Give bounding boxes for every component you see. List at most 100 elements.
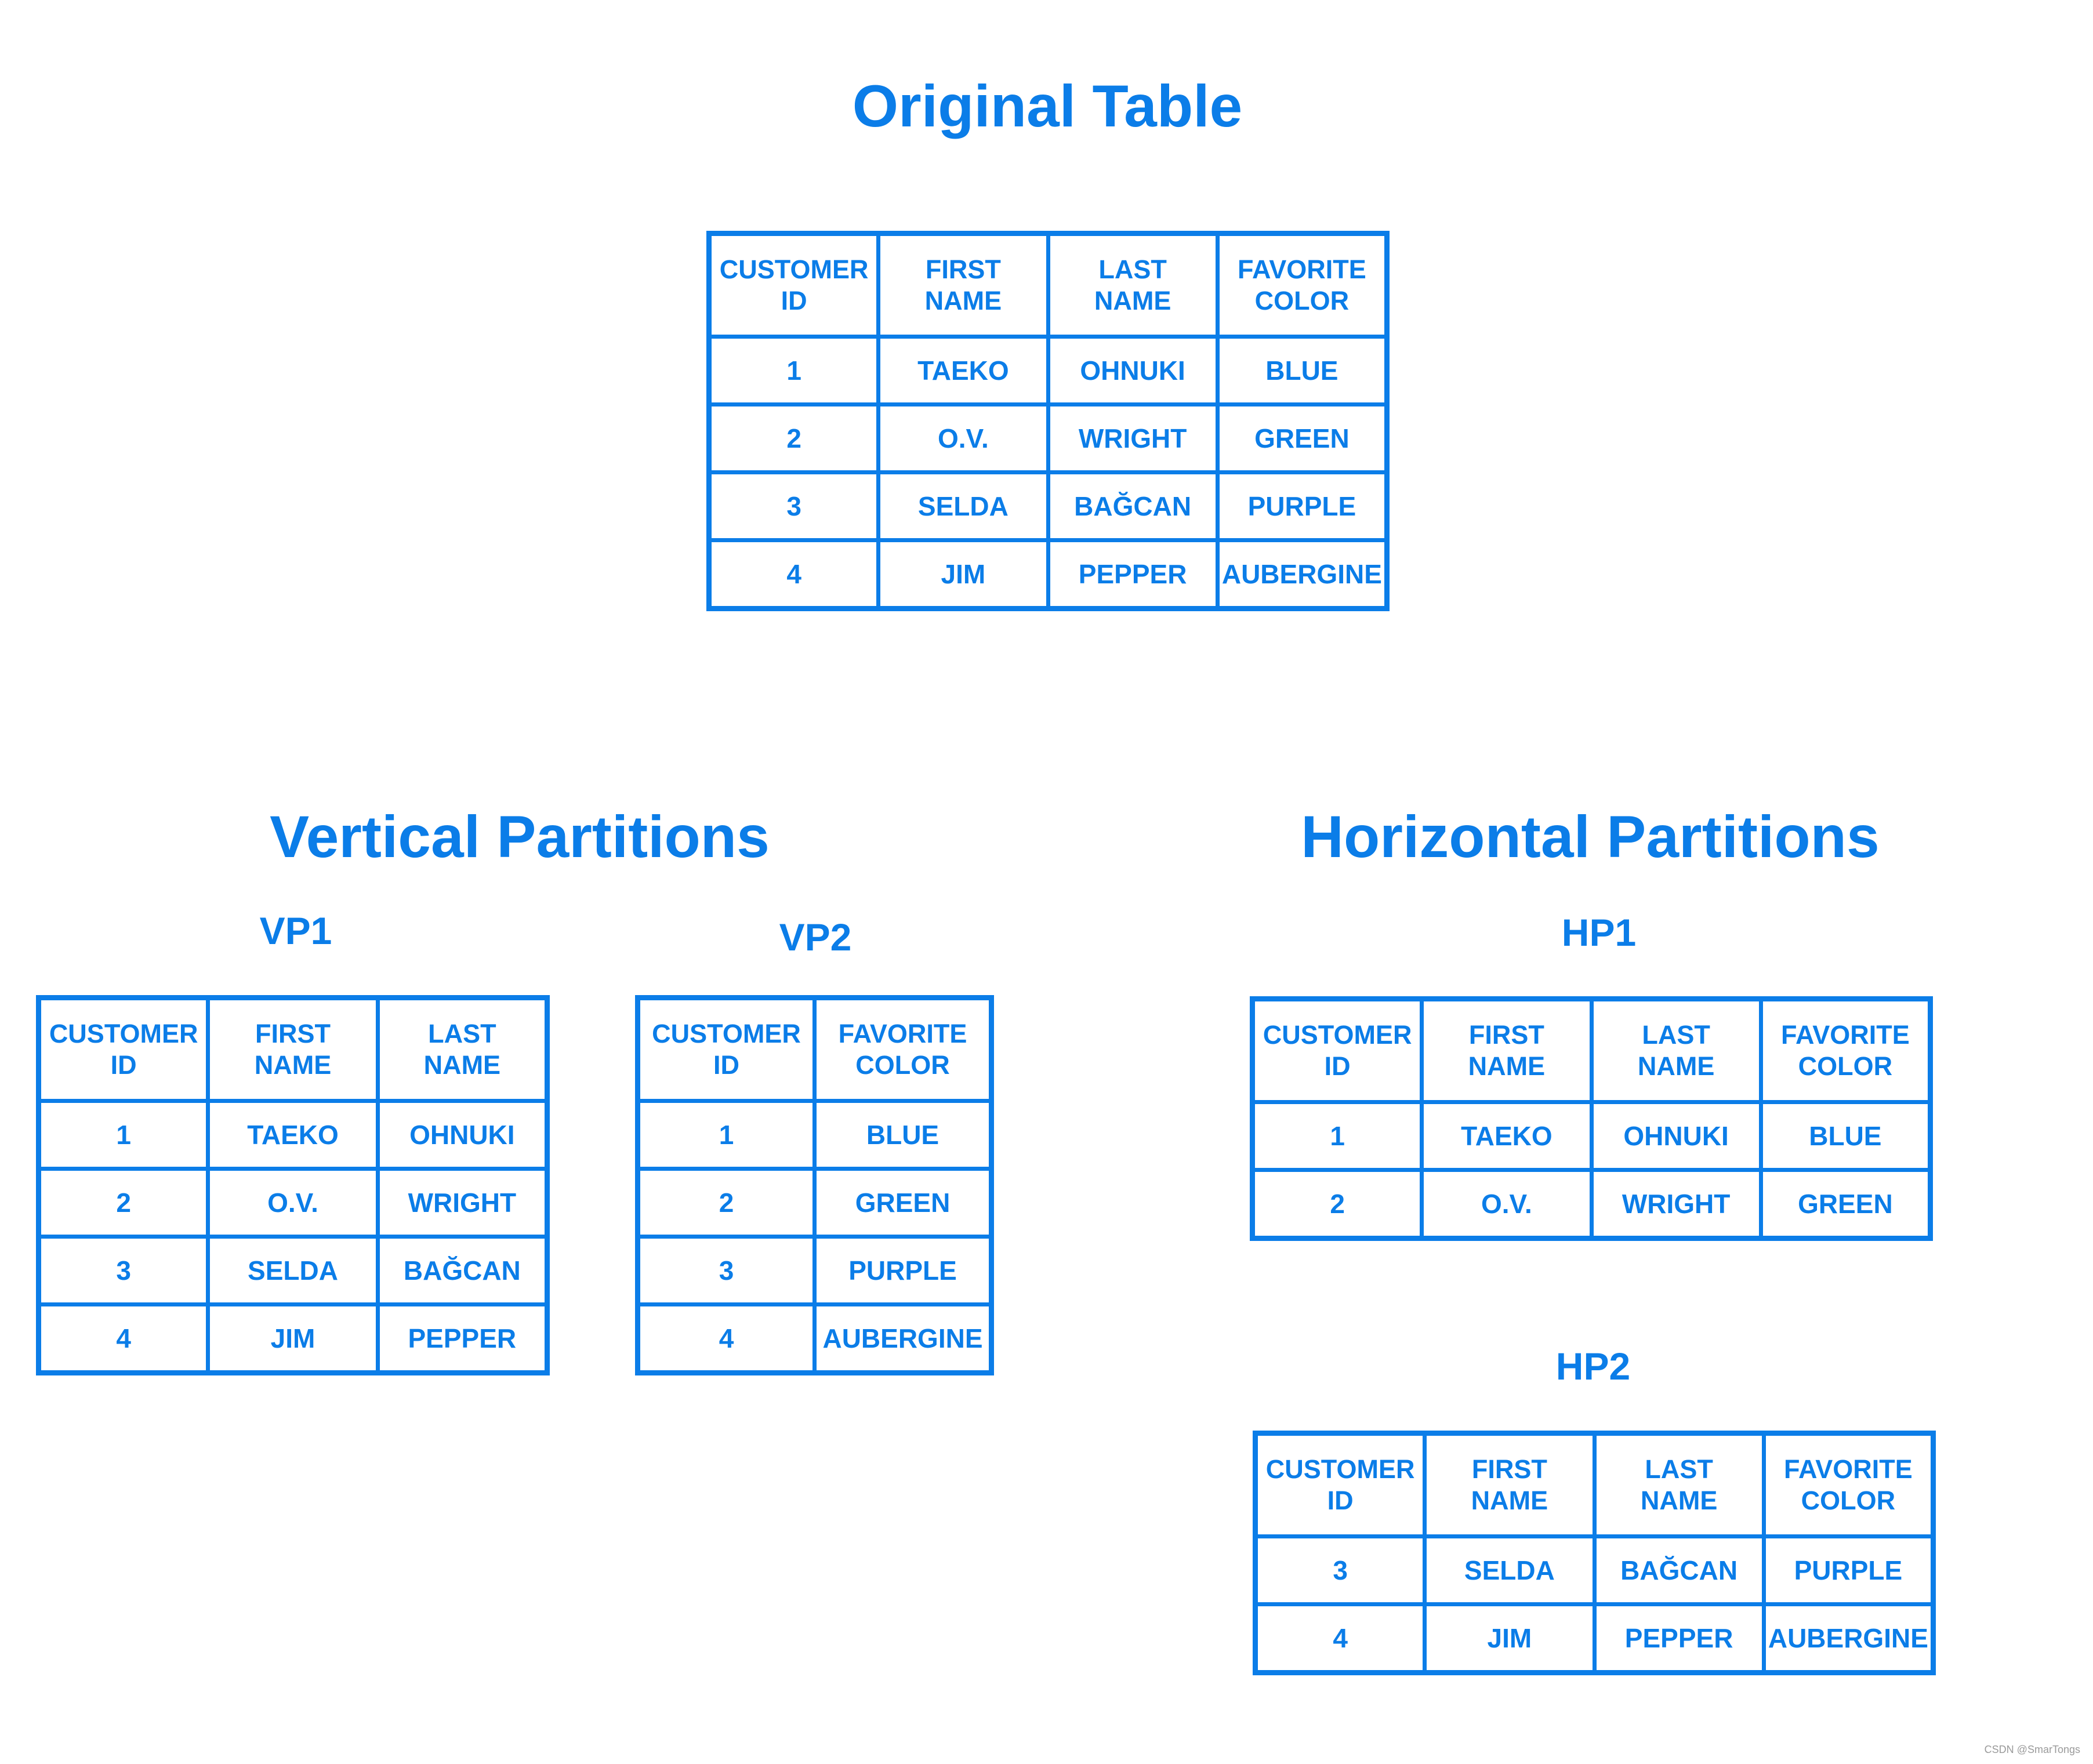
table-cell: 3 <box>636 1235 817 1306</box>
table-cell: PURPLE <box>1761 1534 1936 1606</box>
table-cell: PURPLE <box>1215 470 1390 542</box>
table-cell: WRIGHT <box>1589 1168 1763 1240</box>
table-cell: 2 <box>1250 1168 1424 1240</box>
table-cell: OHNUKI <box>1046 335 1220 406</box>
table-cell: 1 <box>36 1099 211 1171</box>
table-cell: BAĞCAN <box>375 1235 550 1306</box>
table-cell: OHNUKI <box>1589 1100 1763 1172</box>
table-cell: BAĞCAN <box>1046 470 1220 542</box>
original-table-title: Original Table <box>852 73 1243 139</box>
table-cell: SELDA <box>1423 1534 1597 1606</box>
table-cell: OHNUKI <box>375 1099 550 1171</box>
table-cell: JIM <box>1423 1602 1597 1675</box>
table-cell: WRIGHT <box>1046 402 1220 474</box>
table-cell: TAEKO <box>876 335 1050 406</box>
hp2-label: HP2 <box>1555 1345 1631 1388</box>
table-cell: JIM <box>876 538 1050 611</box>
table-cell: O.V. <box>206 1167 380 1239</box>
table-cell: 1 <box>1250 1100 1424 1172</box>
watermark: CSDN @SmarTongs <box>1984 1744 2080 1755</box>
table-cell: 1 <box>706 335 881 406</box>
table-cell: AUBERGINE <box>1761 1602 1936 1675</box>
table-cell: PEPPER <box>1046 538 1220 611</box>
table-cell: 2 <box>36 1167 211 1239</box>
table-cell: GREEN <box>1758 1168 1933 1240</box>
table-cell: 2 <box>636 1167 817 1239</box>
table-cell: BLUE <box>1215 335 1390 406</box>
table-cell: 2 <box>706 402 881 474</box>
table-cell: GREEN <box>812 1167 993 1239</box>
table-cell: SELDA <box>876 470 1050 542</box>
table-cell: TAEKO <box>1420 1100 1594 1172</box>
table-cell: PEPPER <box>375 1302 550 1375</box>
table-cell: O.V. <box>876 402 1050 474</box>
horizontal-partitions-title: Horizontal Partitions <box>1301 804 1880 870</box>
table-cell: WRIGHT <box>375 1167 550 1239</box>
table-cell: O.V. <box>1420 1168 1594 1240</box>
table-cell: BAĞCAN <box>1592 1534 1766 1606</box>
vertical-partitions-title: Vertical Partitions <box>270 804 770 870</box>
vp1-label: VP1 <box>259 909 332 952</box>
table-cell: JIM <box>206 1302 380 1375</box>
table-cell: SELDA <box>206 1235 380 1306</box>
table-cell: 3 <box>36 1235 211 1306</box>
table-cell: AUBERGINE <box>812 1302 993 1375</box>
table-cell: 4 <box>706 538 881 611</box>
table-cell: BLUE <box>1758 1100 1933 1172</box>
table-cell: 4 <box>636 1302 817 1375</box>
table-cell: 1 <box>636 1099 817 1171</box>
table-cell: TAEKO <box>206 1099 380 1171</box>
table-cell: 3 <box>1253 1534 1427 1606</box>
table-cell: PURPLE <box>812 1235 993 1306</box>
table-cell: GREEN <box>1215 402 1390 474</box>
table-cell: BLUE <box>812 1099 993 1171</box>
table-cell: AUBERGINE <box>1215 538 1390 611</box>
vp2-label: VP2 <box>779 916 852 959</box>
hp1-label: HP1 <box>1561 911 1637 954</box>
table-cell: 3 <box>706 470 881 542</box>
table-cell: 4 <box>1253 1602 1427 1675</box>
